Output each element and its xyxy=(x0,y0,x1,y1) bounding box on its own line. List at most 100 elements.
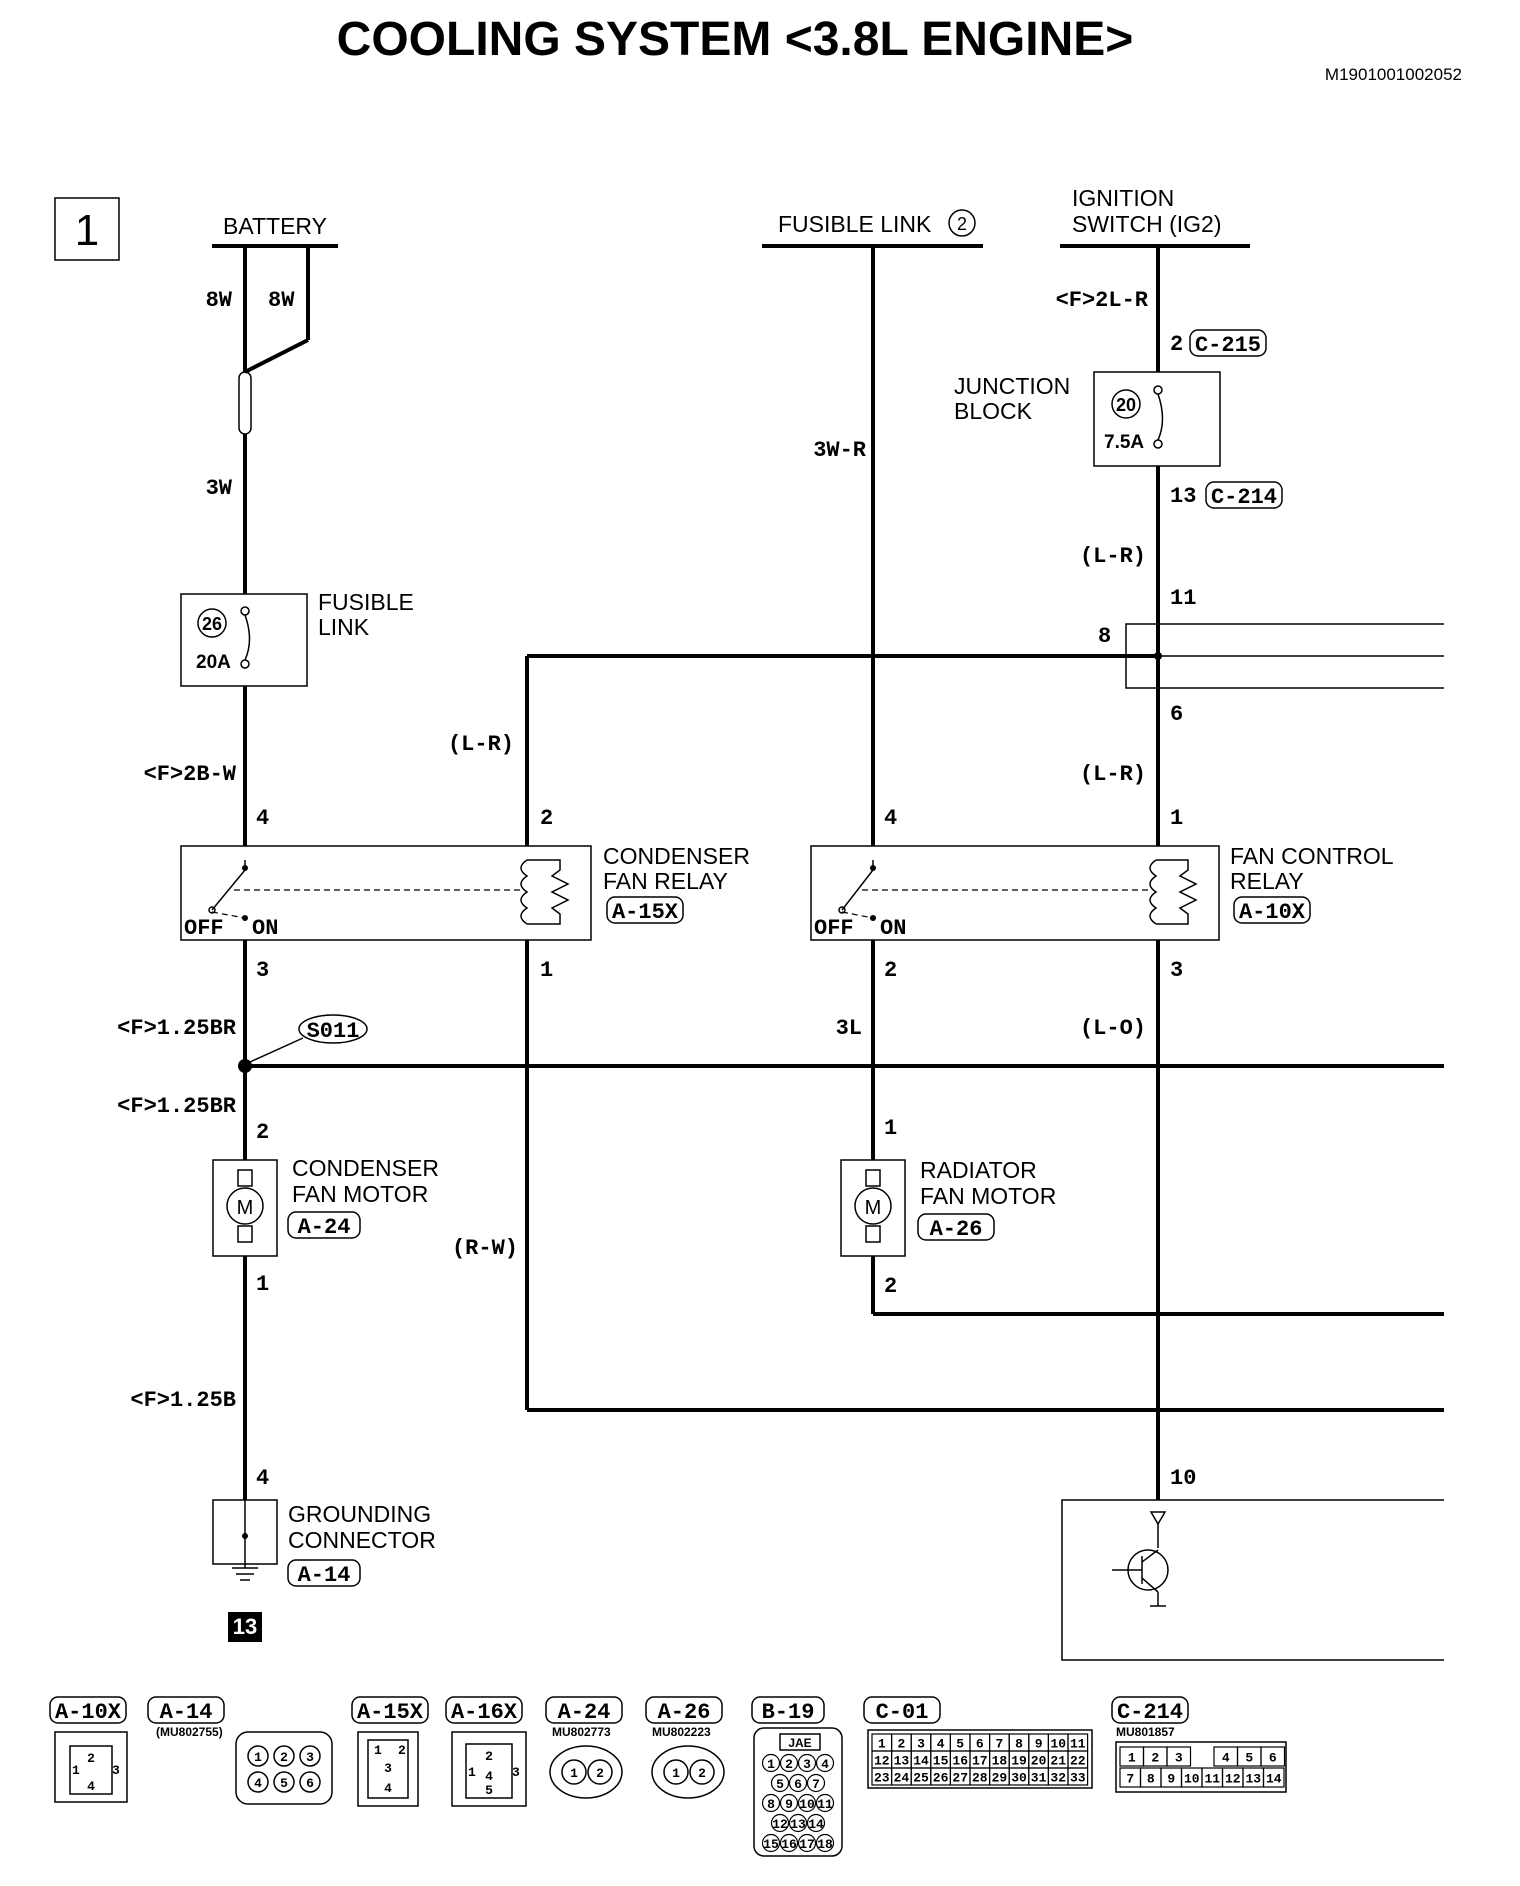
splice-s011-label: S011 xyxy=(307,1019,360,1044)
legend-a-14-part: (MU802755) xyxy=(156,1725,223,1739)
svg-text:33: 33 xyxy=(1070,1771,1086,1786)
legend-a-14-id: A-14 xyxy=(160,1700,213,1725)
radiator-fan-motor: M xyxy=(840,1159,906,1257)
grounding-connector: 13 xyxy=(212,1499,278,1642)
legend-c-01-pin: 32 xyxy=(1047,1767,1069,1786)
legend-c-01-pin: 16 xyxy=(949,1750,971,1769)
legend-b-19-pin: 2 xyxy=(779,1753,799,1773)
legend-b-19-pin: 3 xyxy=(797,1753,817,1773)
svg-text:1: 1 xyxy=(672,1766,680,1781)
legend-c-01-id: C-01 xyxy=(876,1700,929,1725)
wire-label-125br-bottom: <F>1.25BR xyxy=(117,1094,237,1119)
svg-text:2: 2 xyxy=(398,1743,406,1758)
wire-label-2b-w: <F>2B-W xyxy=(144,762,237,787)
svg-text:11: 11 xyxy=(1070,1737,1086,1752)
fcr-off-label: OFF xyxy=(814,916,854,941)
radiator-fan-relay-switch: OFF ON xyxy=(810,845,1220,941)
svg-text:3: 3 xyxy=(384,1761,392,1776)
legend-c-214-pin: 7 xyxy=(1119,1767,1142,1788)
legend-b-19-pin: 15 xyxy=(761,1833,781,1853)
ground-label-line2: CONNECTOR xyxy=(288,1527,436,1553)
legend-c-214-part: MU801857 xyxy=(1116,1725,1175,1739)
legend-c-214-pin: 2 xyxy=(1142,1746,1168,1767)
rfm-label-line1: RADIATOR xyxy=(920,1157,1037,1183)
fcr-label-line1: FAN CONTROL xyxy=(1230,843,1394,869)
jb-label-line1: JUNCTION xyxy=(954,373,1070,399)
svg-text:25: 25 xyxy=(913,1771,929,1786)
pin-ecu-in: 10 xyxy=(1170,1466,1196,1491)
legend-c-214-id: C-214 xyxy=(1117,1700,1183,1725)
svg-text:23: 23 xyxy=(874,1771,890,1786)
sheet-number: 1 xyxy=(75,206,99,255)
legend-c-01-pin: 33 xyxy=(1067,1767,1089,1786)
svg-text:19: 19 xyxy=(1011,1754,1027,1769)
wire-label-l-o: (L-O) xyxy=(1080,1016,1146,1041)
legend-c-01-pin: 24 xyxy=(890,1767,912,1786)
svg-text:16: 16 xyxy=(781,1837,797,1852)
svg-text:20: 20 xyxy=(1031,1754,1047,1769)
svg-text:15: 15 xyxy=(763,1837,779,1852)
legend-c-214-pin: 6 xyxy=(1260,1746,1286,1767)
svg-text:4: 4 xyxy=(937,1737,945,1752)
condenser-fan-motor: M xyxy=(212,1159,278,1257)
legend-c-01-pin: 27 xyxy=(949,1767,971,1786)
legend-b-19-pin: 6 xyxy=(788,1773,808,1793)
legend-a-14: A-14 (MU802755) 1 2 3 4 5 6 xyxy=(147,1696,333,1805)
jb-label-line2: BLOCK xyxy=(954,398,1033,424)
svg-text:5: 5 xyxy=(280,1776,288,1791)
svg-text:13: 13 xyxy=(1245,1772,1261,1787)
svg-text:3: 3 xyxy=(512,1765,520,1780)
legend-b-19-pin: 1 xyxy=(761,1753,781,1773)
svg-text:2: 2 xyxy=(280,1750,288,1765)
legend-c-01-pin: 31 xyxy=(1028,1767,1050,1786)
svg-text:2: 2 xyxy=(485,1749,493,1764)
svg-text:32: 32 xyxy=(1050,1771,1066,1786)
cfr-connector: A-15X xyxy=(612,900,679,925)
wire-label-3w: 3W xyxy=(206,476,233,501)
pin-cfr-coil-in: 2 xyxy=(540,806,553,831)
svg-text:1: 1 xyxy=(254,1750,262,1765)
junction-block: 20 7.5A xyxy=(1093,371,1221,467)
svg-text:12: 12 xyxy=(772,1817,788,1832)
wire-label-fcr-coil-in: (L-R) xyxy=(1080,762,1146,787)
svg-text:1: 1 xyxy=(767,1757,775,1772)
svg-text:1: 1 xyxy=(72,1763,80,1778)
legend-a-24: A-24 MU802773 1 2 xyxy=(545,1696,623,1799)
svg-text:5: 5 xyxy=(776,1777,784,1792)
legend-a-26-part: MU802223 xyxy=(652,1725,711,1739)
legend-c-01-pin: 20 xyxy=(1028,1750,1050,1769)
svg-text:26: 26 xyxy=(933,1771,949,1786)
legend-c-01-pin: 18 xyxy=(988,1750,1010,1769)
cfm-label-line2: FAN MOTOR xyxy=(292,1181,428,1207)
legend-c-01-pin: 19 xyxy=(1008,1750,1030,1769)
legend-c-214-pin: 8 xyxy=(1139,1767,1162,1788)
legend-b-19-pin: 11 xyxy=(815,1793,835,1813)
svg-text:14: 14 xyxy=(913,1754,929,1769)
cfr-label-line2: FAN RELAY xyxy=(603,868,728,894)
svg-text:6: 6 xyxy=(1269,1751,1277,1766)
legend-c-214-pin: 14 xyxy=(1262,1767,1285,1788)
svg-text:1: 1 xyxy=(1128,1751,1136,1766)
pin-cfr-switch-in: 4 xyxy=(256,806,269,831)
legend-c-01-pin: 3 xyxy=(910,1733,932,1752)
pin-fcr-coil-out: 3 xyxy=(1170,958,1183,983)
svg-text:4: 4 xyxy=(1222,1751,1230,1766)
pin-cfm-in: 2 xyxy=(256,1120,269,1145)
svg-text:5: 5 xyxy=(1245,1751,1253,1766)
svg-text:15: 15 xyxy=(933,1754,949,1769)
svg-text:2: 2 xyxy=(698,1766,706,1781)
legend-c-01-pin: 22 xyxy=(1067,1750,1089,1769)
fusible-link-2-number: 2 xyxy=(957,214,967,234)
svg-text:6: 6 xyxy=(794,1777,802,1792)
joint-connector xyxy=(1125,623,1444,689)
legend-c-01-pin: 10 xyxy=(1047,1733,1069,1752)
svg-text:1: 1 xyxy=(374,1743,382,1758)
pin-joint-in: 11 xyxy=(1170,586,1196,611)
legend-c-01-pin: 7 xyxy=(988,1733,1010,1752)
pin-rfr-switch-out: 2 xyxy=(884,958,897,983)
pin-rfr-switch-in: 4 xyxy=(884,806,897,831)
svg-text:3: 3 xyxy=(1175,1751,1183,1766)
rfm-connector: A-26 xyxy=(930,1217,983,1242)
